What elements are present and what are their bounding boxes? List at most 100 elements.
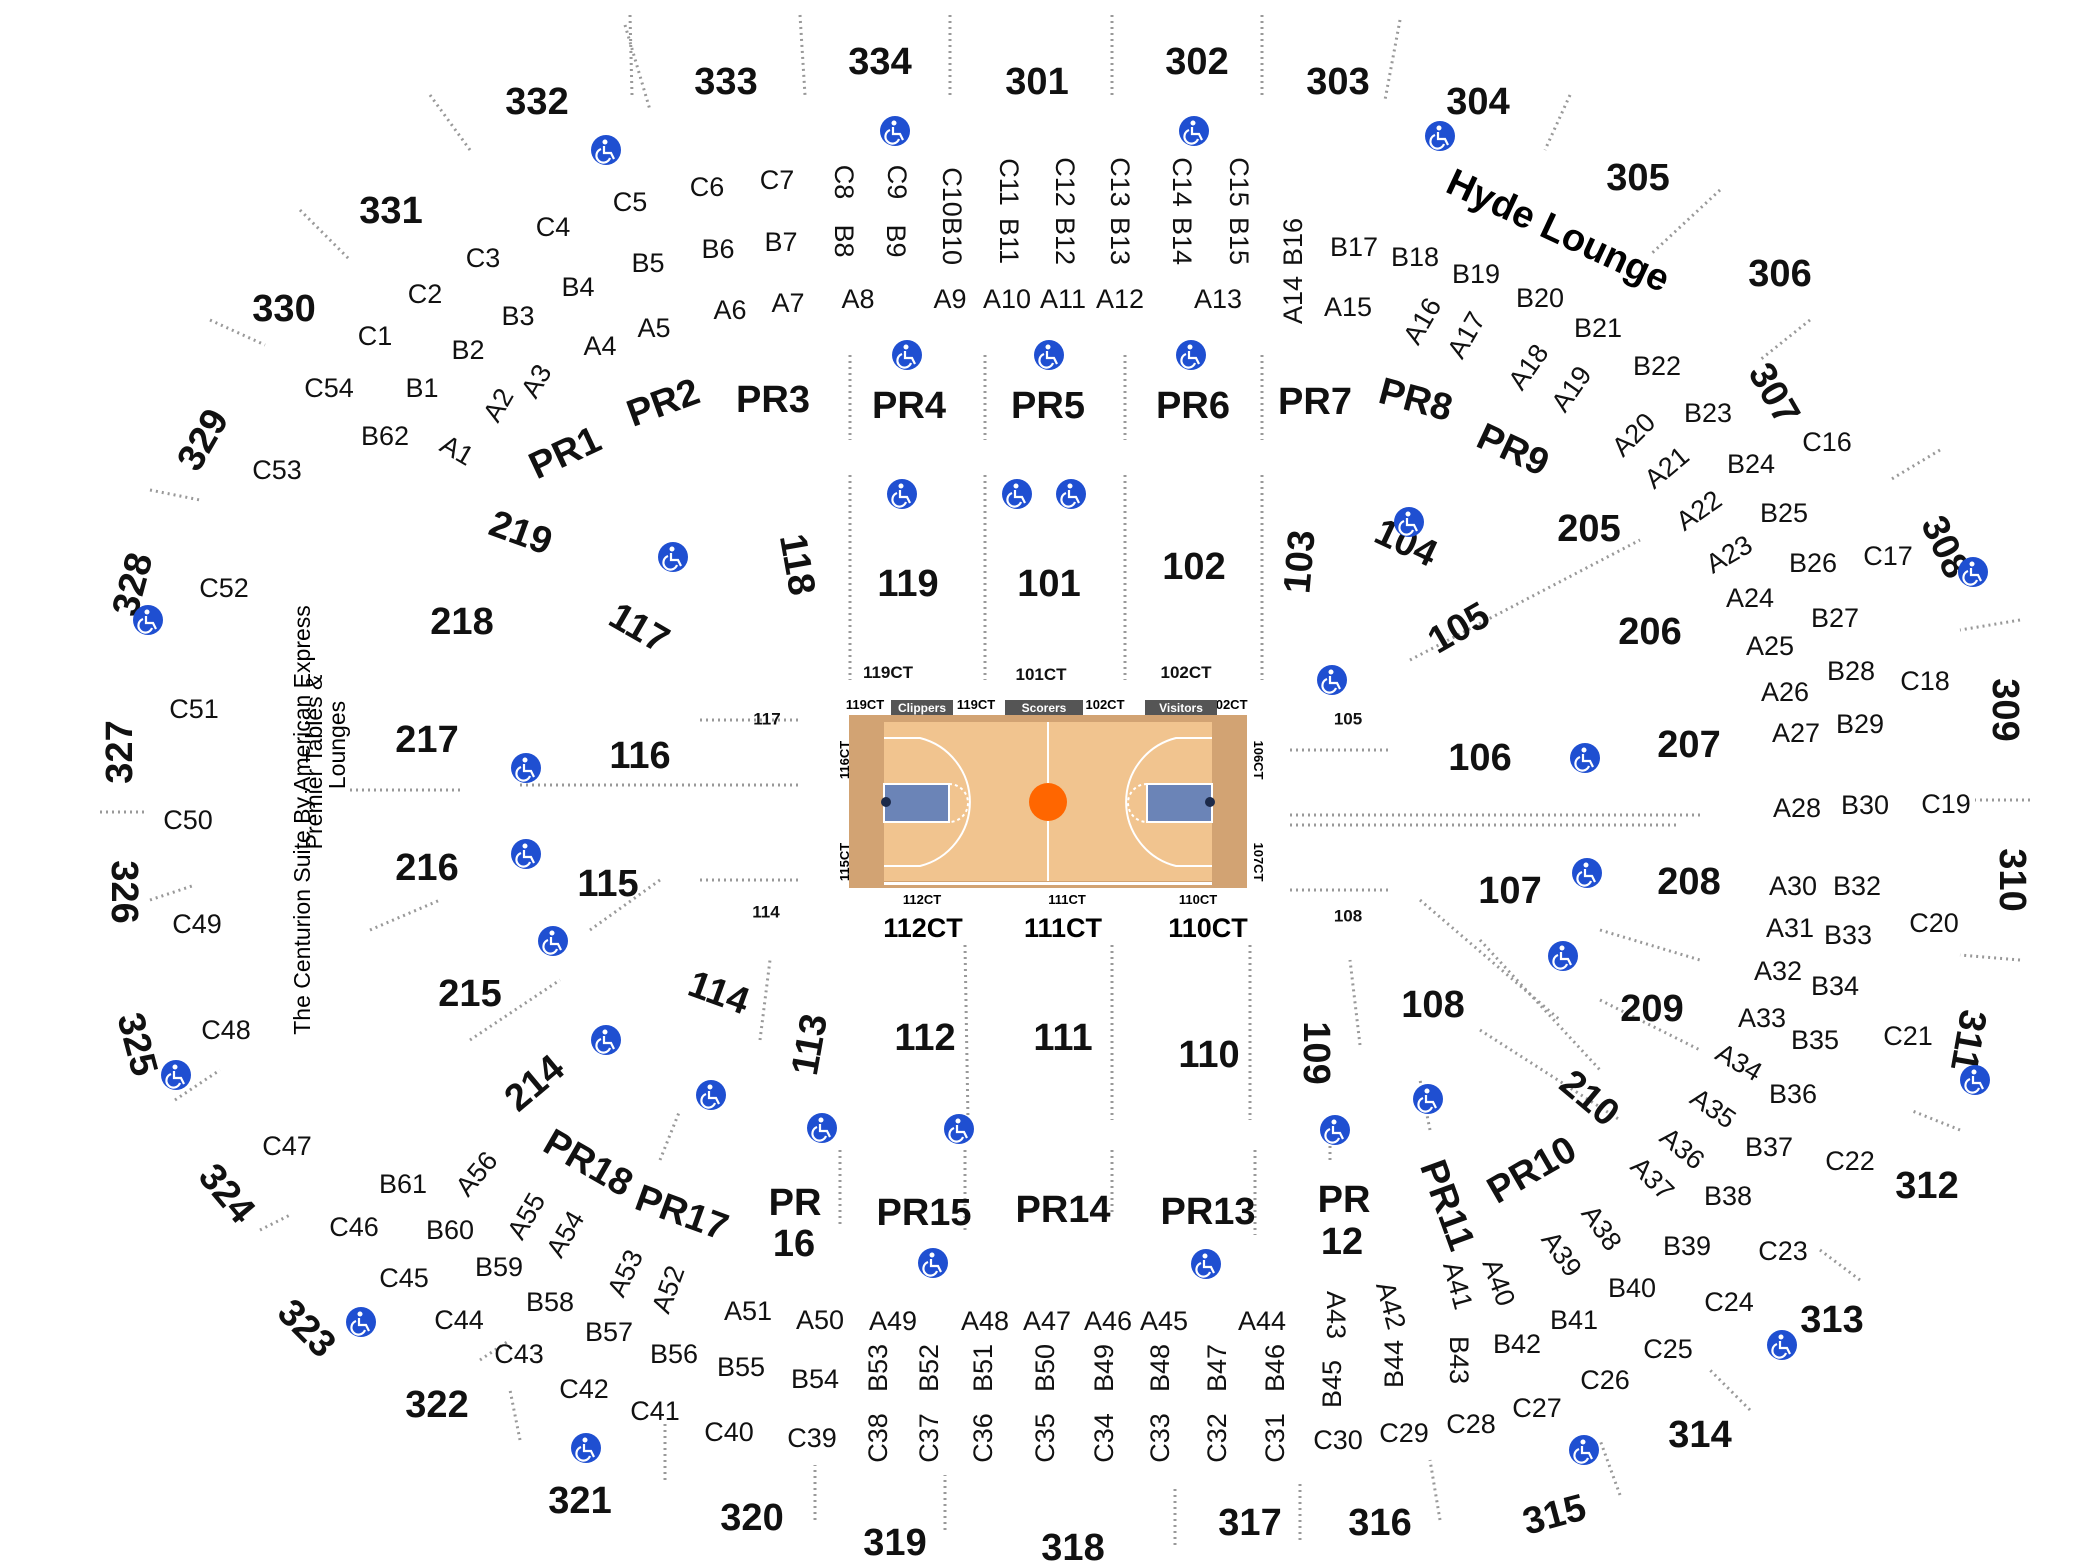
row-section-a48[interactable]: A48 bbox=[961, 1306, 1009, 1336]
row-section-c46[interactable]: C46 bbox=[329, 1212, 379, 1242]
row-section-b46[interactable]: B46 bbox=[1260, 1344, 1290, 1392]
row-section-b18[interactable]: B18 bbox=[1391, 242, 1439, 272]
row-section-a2[interactable]: A2 bbox=[477, 383, 519, 427]
row-section-b32[interactable]: B32 bbox=[1833, 871, 1881, 901]
row-section-a27[interactable]: A27 bbox=[1772, 718, 1820, 748]
row-section-c11[interactable]: C11 bbox=[994, 158, 1024, 206]
row-section-a45[interactable]: A45 bbox=[1140, 1306, 1188, 1336]
section-pr9[interactable]: PR9 bbox=[1470, 416, 1555, 485]
row-section-a13[interactable]: A13 bbox=[1194, 284, 1242, 314]
row-section-b14[interactable]: B14 bbox=[1167, 217, 1197, 265]
row-section-b36[interactable]: B36 bbox=[1769, 1079, 1817, 1109]
row-section-c33[interactable]: C33 bbox=[1145, 1413, 1175, 1463]
section-pr4[interactable]: PR4 bbox=[872, 385, 946, 427]
row-section-a18[interactable]: A18 bbox=[1502, 339, 1554, 396]
row-section-c42[interactable]: C42 bbox=[559, 1374, 609, 1404]
row-section-b27[interactable]: B27 bbox=[1811, 603, 1859, 633]
section-s110[interactable]: 110 bbox=[1178, 1034, 1239, 1076]
section-s326[interactable]: 326 bbox=[103, 860, 145, 923]
row-section-b41[interactable]: B41 bbox=[1550, 1305, 1598, 1335]
courtside-cs114[interactable]: 114 bbox=[752, 902, 780, 921]
row-section-c35[interactable]: C35 bbox=[1030, 1413, 1060, 1463]
section-s311[interactable]: 311 bbox=[1942, 1007, 1994, 1075]
row-section-b53[interactable]: B53 bbox=[863, 1344, 893, 1392]
section-s216[interactable]: 216 bbox=[395, 847, 458, 889]
row-section-a44[interactable]: A44 bbox=[1238, 1306, 1286, 1336]
row-section-b50[interactable]: B50 bbox=[1030, 1344, 1060, 1392]
section-s208[interactable]: 208 bbox=[1657, 861, 1720, 903]
ct-106[interactable]: 106CT bbox=[1251, 740, 1266, 779]
section-s219[interactable]: 219 bbox=[484, 503, 558, 564]
row-section-c26[interactable]: C26 bbox=[1580, 1365, 1630, 1395]
row-section-c52[interactable]: C52 bbox=[199, 573, 249, 603]
row-section-b57[interactable]: B57 bbox=[585, 1317, 633, 1347]
row-section-b33[interactable]: B33 bbox=[1824, 920, 1872, 950]
row-section-c10[interactable]: C10 bbox=[937, 167, 967, 217]
section-s334[interactable]: 334 bbox=[848, 41, 911, 83]
row-section-c4[interactable]: C4 bbox=[536, 212, 571, 242]
row-section-c54[interactable]: C54 bbox=[304, 373, 354, 403]
row-section-b30[interactable]: B30 bbox=[1841, 790, 1889, 820]
section-s314[interactable]: 314 bbox=[1668, 1414, 1731, 1456]
courtside-cs108[interactable]: 108 bbox=[1334, 906, 1362, 925]
section-pr18[interactable]: PR18 bbox=[536, 1121, 639, 1205]
row-section-c37[interactable]: C37 bbox=[914, 1413, 944, 1463]
row-section-b37[interactable]: B37 bbox=[1745, 1132, 1793, 1162]
ct-119[interactable]: 119CT bbox=[863, 663, 914, 682]
row-section-a33[interactable]: A33 bbox=[1738, 1003, 1786, 1033]
section-s113[interactable]: 113 bbox=[784, 1011, 836, 1079]
section-s333[interactable]: 333 bbox=[694, 61, 757, 103]
row-section-a53[interactable]: A53 bbox=[602, 1245, 649, 1301]
row-section-c2[interactable]: C2 bbox=[408, 279, 443, 309]
ct-107[interactable]: 107CT bbox=[1251, 842, 1266, 881]
courtside-cs105[interactable]: 105 bbox=[1334, 709, 1362, 728]
row-section-a43[interactable]: A43 bbox=[1321, 1291, 1351, 1339]
row-section-b38[interactable]: B38 bbox=[1704, 1181, 1752, 1211]
row-section-b8[interactable]: B8 bbox=[829, 224, 859, 257]
section-s327[interactable]: 327 bbox=[99, 720, 141, 783]
row-section-c39[interactable]: C39 bbox=[787, 1423, 837, 1453]
row-section-a8[interactable]: A8 bbox=[841, 284, 874, 314]
row-section-c43[interactable]: C43 bbox=[494, 1339, 544, 1369]
row-section-c19[interactable]: C19 bbox=[1921, 789, 1971, 819]
row-section-a23[interactable]: A23 bbox=[1701, 529, 1758, 579]
section-s103[interactable]: 103 bbox=[1276, 528, 1323, 595]
row-section-a19[interactable]: A19 bbox=[1545, 361, 1597, 418]
row-section-b62[interactable]: B62 bbox=[361, 421, 409, 451]
row-section-a52[interactable]: A52 bbox=[646, 1262, 691, 1317]
row-section-a31[interactable]: A31 bbox=[1766, 913, 1814, 943]
section-s323[interactable]: 323 bbox=[269, 1291, 344, 1366]
row-section-b34[interactable]: B34 bbox=[1811, 971, 1859, 1001]
section-pr16a[interactable]: PR bbox=[769, 1182, 822, 1224]
section-s107[interactable]: 107 bbox=[1478, 870, 1541, 912]
row-section-a20[interactable]: A20 bbox=[1606, 407, 1661, 462]
row-section-b12[interactable]: B12 bbox=[1050, 217, 1080, 265]
ct-101[interactable]: 101CT bbox=[1015, 665, 1067, 684]
row-section-a11[interactable]: A11 bbox=[1040, 284, 1086, 314]
row-section-a34[interactable]: A34 bbox=[1711, 1037, 1768, 1087]
row-section-c13[interactable]: C13 bbox=[1105, 157, 1135, 207]
row-section-b39[interactable]: B39 bbox=[1663, 1231, 1711, 1261]
row-section-a56[interactable]: A56 bbox=[450, 1146, 504, 1202]
row-section-a6[interactable]: A6 bbox=[713, 295, 746, 325]
row-section-b20[interactable]: B20 bbox=[1516, 283, 1564, 313]
section-s101[interactable]: 101 bbox=[1017, 563, 1080, 605]
row-section-c22[interactable]: C22 bbox=[1825, 1146, 1875, 1176]
row-section-c8[interactable]: C8 bbox=[829, 165, 859, 200]
premier-tables-label-2[interactable]: Lounges bbox=[324, 701, 350, 789]
section-s306[interactable]: 306 bbox=[1748, 253, 1811, 295]
ct-116[interactable]: 116CT bbox=[837, 741, 852, 779]
row-section-a51[interactable]: A51 bbox=[724, 1296, 772, 1326]
row-section-b5[interactable]: B5 bbox=[631, 248, 664, 278]
row-section-c20[interactable]: C20 bbox=[1909, 908, 1959, 938]
row-section-c5[interactable]: C5 bbox=[613, 187, 648, 217]
section-s302[interactable]: 302 bbox=[1165, 41, 1228, 83]
row-section-b10[interactable]: B10 bbox=[937, 217, 967, 265]
ct-110[interactable]: 110CT bbox=[1168, 913, 1248, 943]
row-section-b6[interactable]: B6 bbox=[701, 234, 734, 264]
row-section-b35[interactable]: B35 bbox=[1791, 1025, 1839, 1055]
section-s309[interactable]: 309 bbox=[1984, 678, 2026, 741]
row-section-b3[interactable]: B3 bbox=[501, 301, 534, 331]
row-section-b58[interactable]: B58 bbox=[526, 1287, 574, 1317]
row-section-a54[interactable]: A54 bbox=[540, 1206, 590, 1263]
